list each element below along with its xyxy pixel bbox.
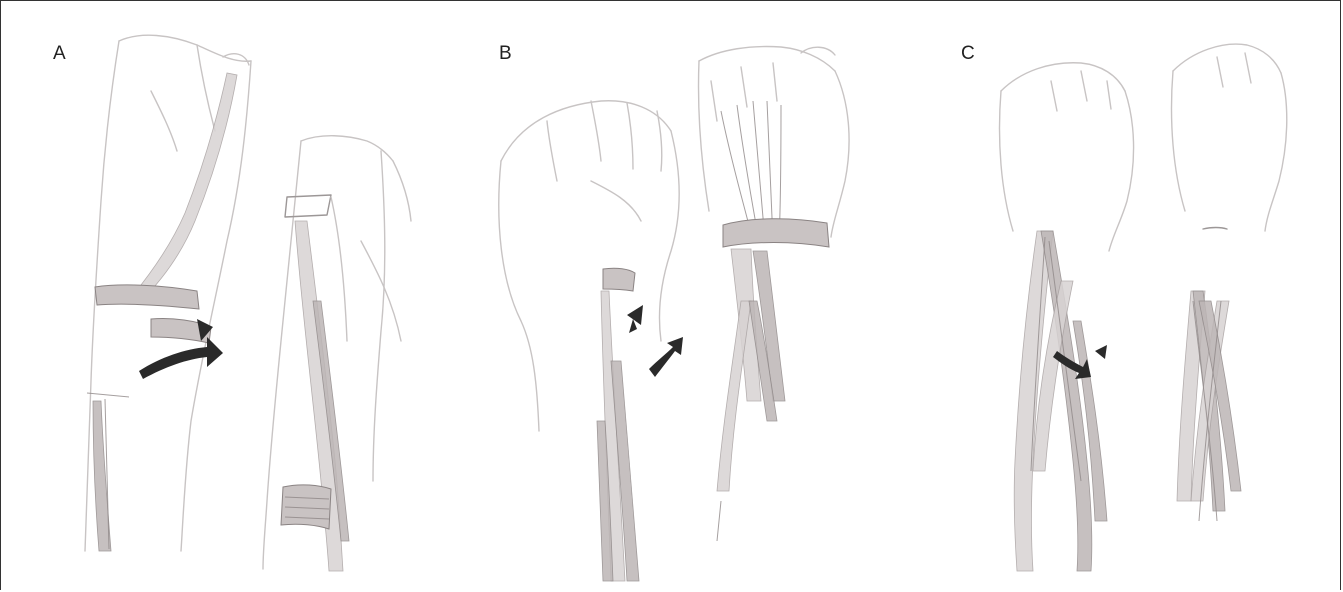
panel-a-illustration — [1, 1, 461, 591]
panel-c-illustration — [941, 1, 1341, 591]
panel-c: C — [941, 1, 1341, 591]
panel-b-illustration — [461, 1, 941, 591]
panel-a: A — [1, 1, 461, 591]
panel-b: B — [461, 1, 941, 591]
